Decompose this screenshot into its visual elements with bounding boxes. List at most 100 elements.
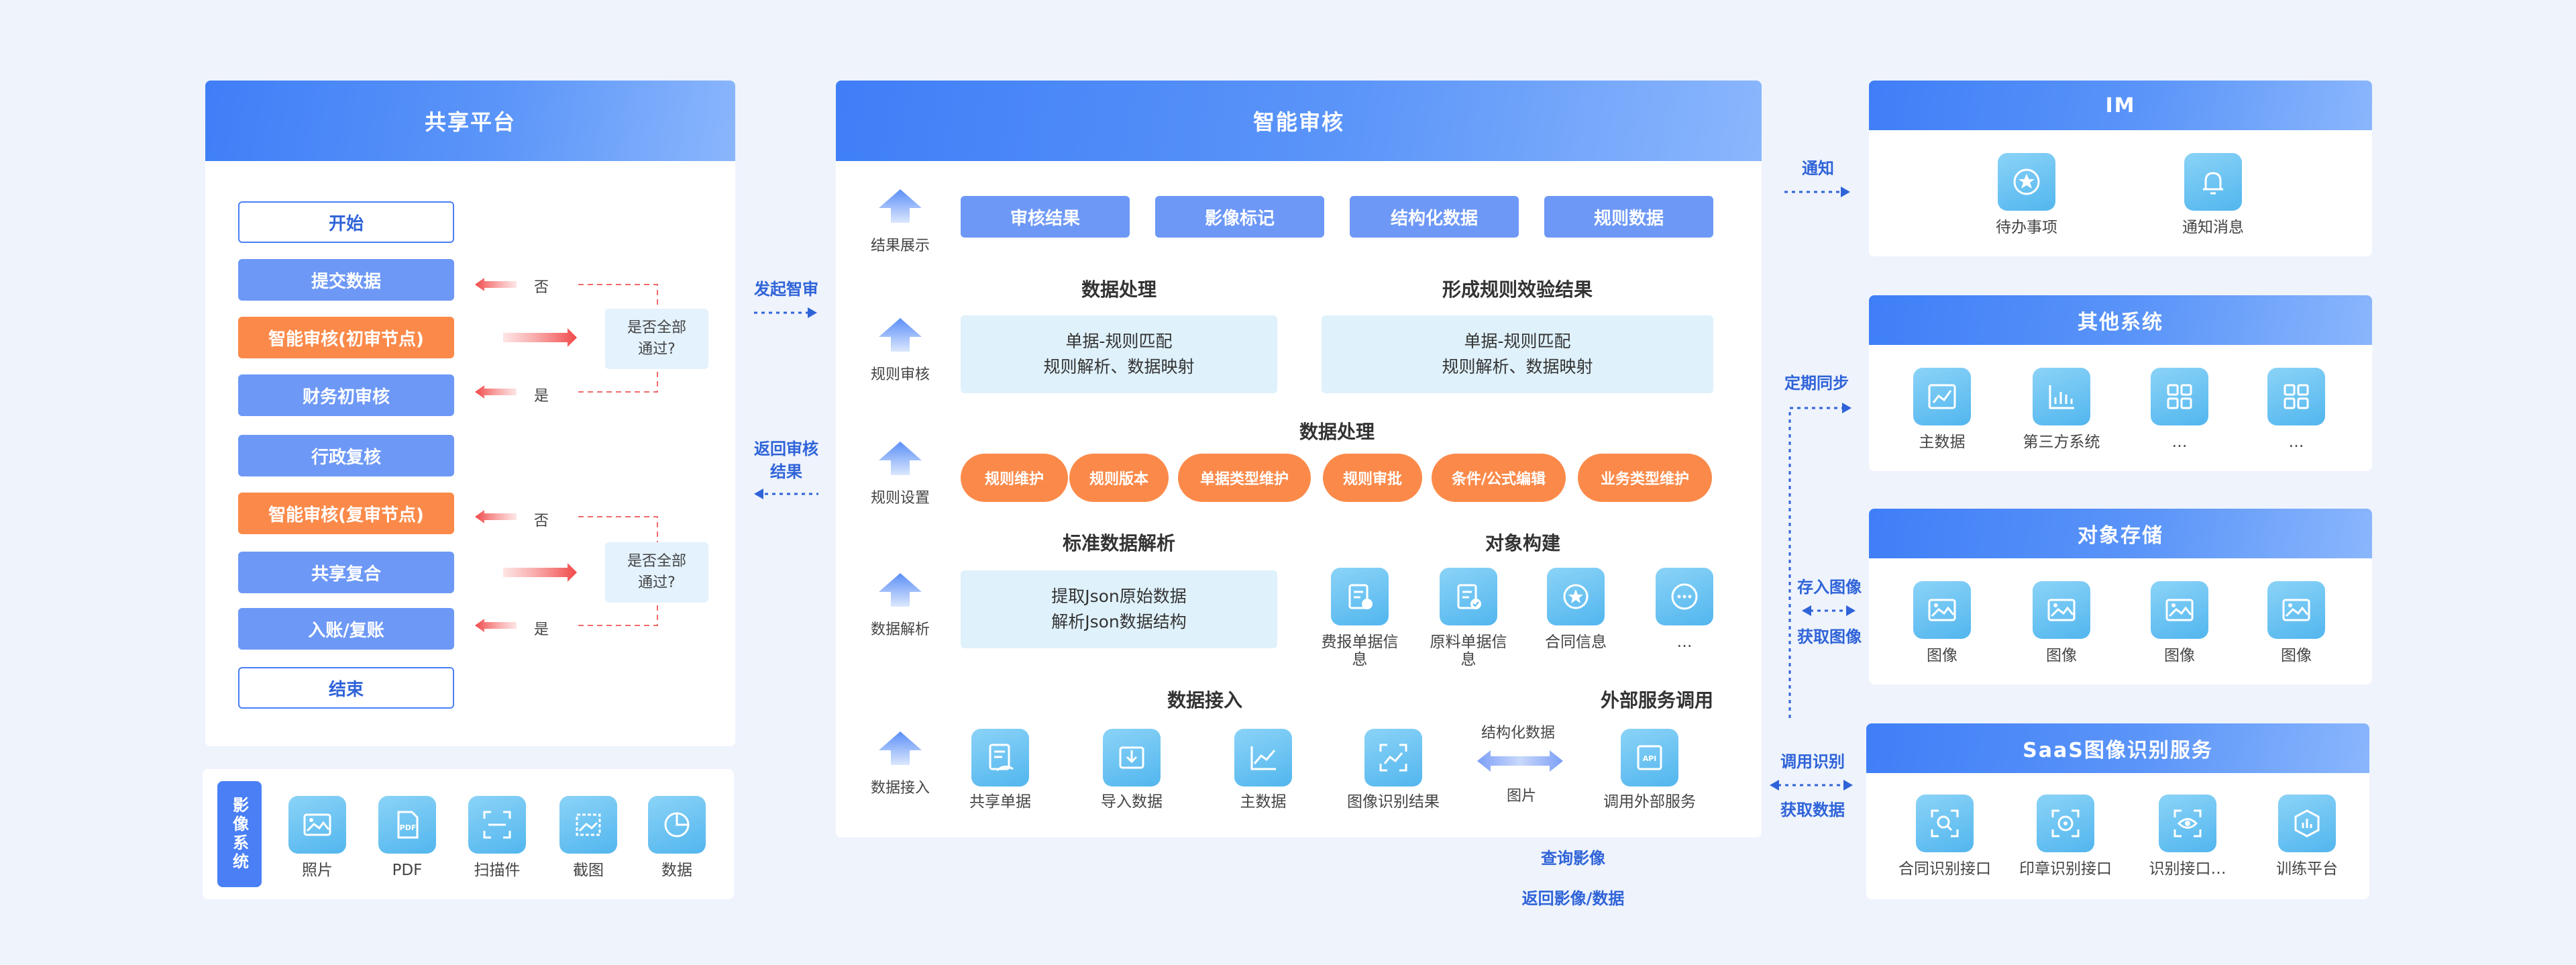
pdf-icon[interactable]: PDF <box>378 796 436 854</box>
result-tag[interactable]: 规则数据 <box>1544 196 1713 238</box>
rule-setting-pill[interactable]: 业务类型维护 <box>1578 454 1712 502</box>
up-arrow-icon <box>876 440 924 475</box>
expense-doc-icon-glyph <box>1348 584 1373 609</box>
image-icon[interactable] <box>2033 581 2090 639</box>
image-icon[interactable] <box>2151 581 2208 639</box>
flow-ai-audit-second[interactable]: 智能审核(复审节点) <box>238 493 454 534</box>
flow-ai-audit-first[interactable]: 智能审核(初审节点) <box>238 317 454 358</box>
up-arrow-icon <box>876 572 924 607</box>
pie-chart-icon-glyph <box>664 812 690 837</box>
flow-end[interactable]: 结束 <box>238 667 454 709</box>
bell-label: 通知消息 <box>2182 219 2244 236</box>
row-label: 规则设置 <box>870 490 930 507</box>
image-icon-glyph <box>2047 599 2076 621</box>
photo-icon[interactable] <box>288 796 346 854</box>
flow-finance-first-audit[interactable]: 财务初审核 <box>238 374 454 416</box>
hexagon-chart-icon[interactable] <box>2278 795 2336 852</box>
saas-header: SaaS图像识别服务 <box>1866 723 2369 773</box>
svg-text:PDF: PDF <box>400 823 417 832</box>
result-tag[interactable]: 影像标记 <box>1155 196 1324 238</box>
more-label: … <box>1676 633 1693 651</box>
flow-arrows <box>475 278 658 632</box>
rule-setting-pill[interactable]: 条件/公式编辑 <box>1432 454 1566 502</box>
image-recog-label: 图像识别结果 <box>1347 793 1440 811</box>
decision-all-passed-1: 是否全部通过? <box>605 309 708 369</box>
image-label: 图像 <box>2046 647 2077 664</box>
up-arrow-icon <box>876 317 924 352</box>
picture-label: 图片 <box>1507 788 1537 805</box>
search-doc-icon[interactable] <box>1916 795 1974 852</box>
flow-share-review[interactable]: 共享复合 <box>238 552 454 593</box>
image-icon-glyph <box>2282 599 2310 621</box>
rule-setting-pill[interactable]: 规则审批 <box>1323 454 1422 502</box>
launch-audit-label: 发起智审 <box>754 280 818 299</box>
expense-doc-icon[interactable] <box>1331 568 1389 625</box>
standard-parse-title: 标准数据解析 <box>1062 532 1175 554</box>
material-doc-icon[interactable] <box>1440 568 1497 625</box>
notify-label: 通知 <box>1802 159 1834 178</box>
rule-setting-pill[interactable]: 单据类型维护 <box>1178 454 1311 502</box>
grid-icon[interactable] <box>2151 368 2208 425</box>
grid-icon[interactable] <box>2267 368 2325 425</box>
contract-icon[interactable] <box>1547 568 1605 625</box>
label-no-1: 否 <box>534 279 549 296</box>
chart-icon[interactable] <box>1234 729 1292 786</box>
line-chart-icon[interactable] <box>1913 368 1971 425</box>
image-icon-glyph <box>1928 599 1956 621</box>
line-chart-label: 主数据 <box>1919 434 1966 451</box>
grid-icon-glyph <box>2284 384 2309 409</box>
flow-posting[interactable]: 入账/复账 <box>238 608 454 650</box>
up-arrow-icon <box>876 730 924 765</box>
hexagon-chart-label: 训练平台 <box>2276 860 2338 878</box>
contract-label: 合同信息 <box>1545 633 1607 651</box>
shared-platform-header: 共享平台 <box>205 81 735 161</box>
im-panel: IM <box>1869 81 2372 256</box>
scan-label: 扫描件 <box>474 862 521 879</box>
return-image-data-label: 返回影像/数据 <box>1521 889 1625 908</box>
object-storage-header: 对象存储 <box>1869 509 2372 558</box>
expense-doc-label: 费报单据信息 <box>1321 633 1399 668</box>
api-icon[interactable]: API <box>1621 729 1678 786</box>
image-icon[interactable] <box>1913 581 1971 639</box>
decision-all-passed-2: 是否全部通过? <box>605 542 708 603</box>
rule-setting-pill[interactable]: 规则维护 <box>961 454 1068 502</box>
sync-label: 定期同步 <box>1784 374 1849 393</box>
image-icon[interactable] <box>2267 581 2325 639</box>
row-label: 数据解析 <box>870 621 930 638</box>
share-doc-icon[interactable] <box>971 729 1029 786</box>
grid-label: … <box>2171 434 2188 451</box>
bidirectional-arrow <box>1477 750 1563 772</box>
import-icon[interactable] <box>1103 729 1161 786</box>
result-tag[interactable]: 审核结果 <box>961 196 1130 238</box>
share-doc-icon-glyph <box>989 744 1014 772</box>
star-badge-icon[interactable] <box>1998 153 2055 211</box>
pie-chart-icon[interactable] <box>648 796 706 854</box>
bell-icon-glyph <box>2203 172 2223 195</box>
image-system-label: 影像系统 <box>217 781 262 887</box>
json-parse-box: 提取Json原始数据解析Json数据结构 <box>961 570 1277 648</box>
flow-start[interactable]: 开始 <box>238 201 454 243</box>
screenshot-icon[interactable] <box>559 796 617 854</box>
result-tag[interactable]: 结构化数据 <box>1350 196 1519 238</box>
grid-icon-glyph <box>2167 384 2192 409</box>
rule-setting-pill[interactable]: 规则版本 <box>1069 454 1169 502</box>
eye-icon[interactable] <box>2159 795 2216 852</box>
bell-icon[interactable] <box>2184 153 2242 211</box>
flow-submit-data[interactable]: 提交数据 <box>238 259 454 301</box>
flow-admin-review[interactable]: 行政复核 <box>238 435 454 476</box>
seal-icon[interactable] <box>2037 795 2094 852</box>
scan-icon[interactable] <box>468 796 526 854</box>
image-label: 图像 <box>2164 647 2195 664</box>
screenshot-label: 截图 <box>573 862 604 879</box>
data-processing-title: 数据处理 <box>1081 278 1157 301</box>
label-no-2: 否 <box>534 513 549 529</box>
eye-icon-glyph <box>2174 809 2202 837</box>
image-recog-icon-glyph <box>1379 744 1407 772</box>
store-image-label: 存入图像 <box>1797 578 1862 597</box>
image-recog-icon[interactable] <box>1364 729 1422 786</box>
material-doc-icon-glyph <box>1457 584 1481 609</box>
im-header: IM <box>1869 81 2372 130</box>
import-label: 导入数据 <box>1101 793 1163 811</box>
more-icon[interactable] <box>1656 568 1713 625</box>
bar-chart-icon[interactable] <box>2033 368 2090 425</box>
